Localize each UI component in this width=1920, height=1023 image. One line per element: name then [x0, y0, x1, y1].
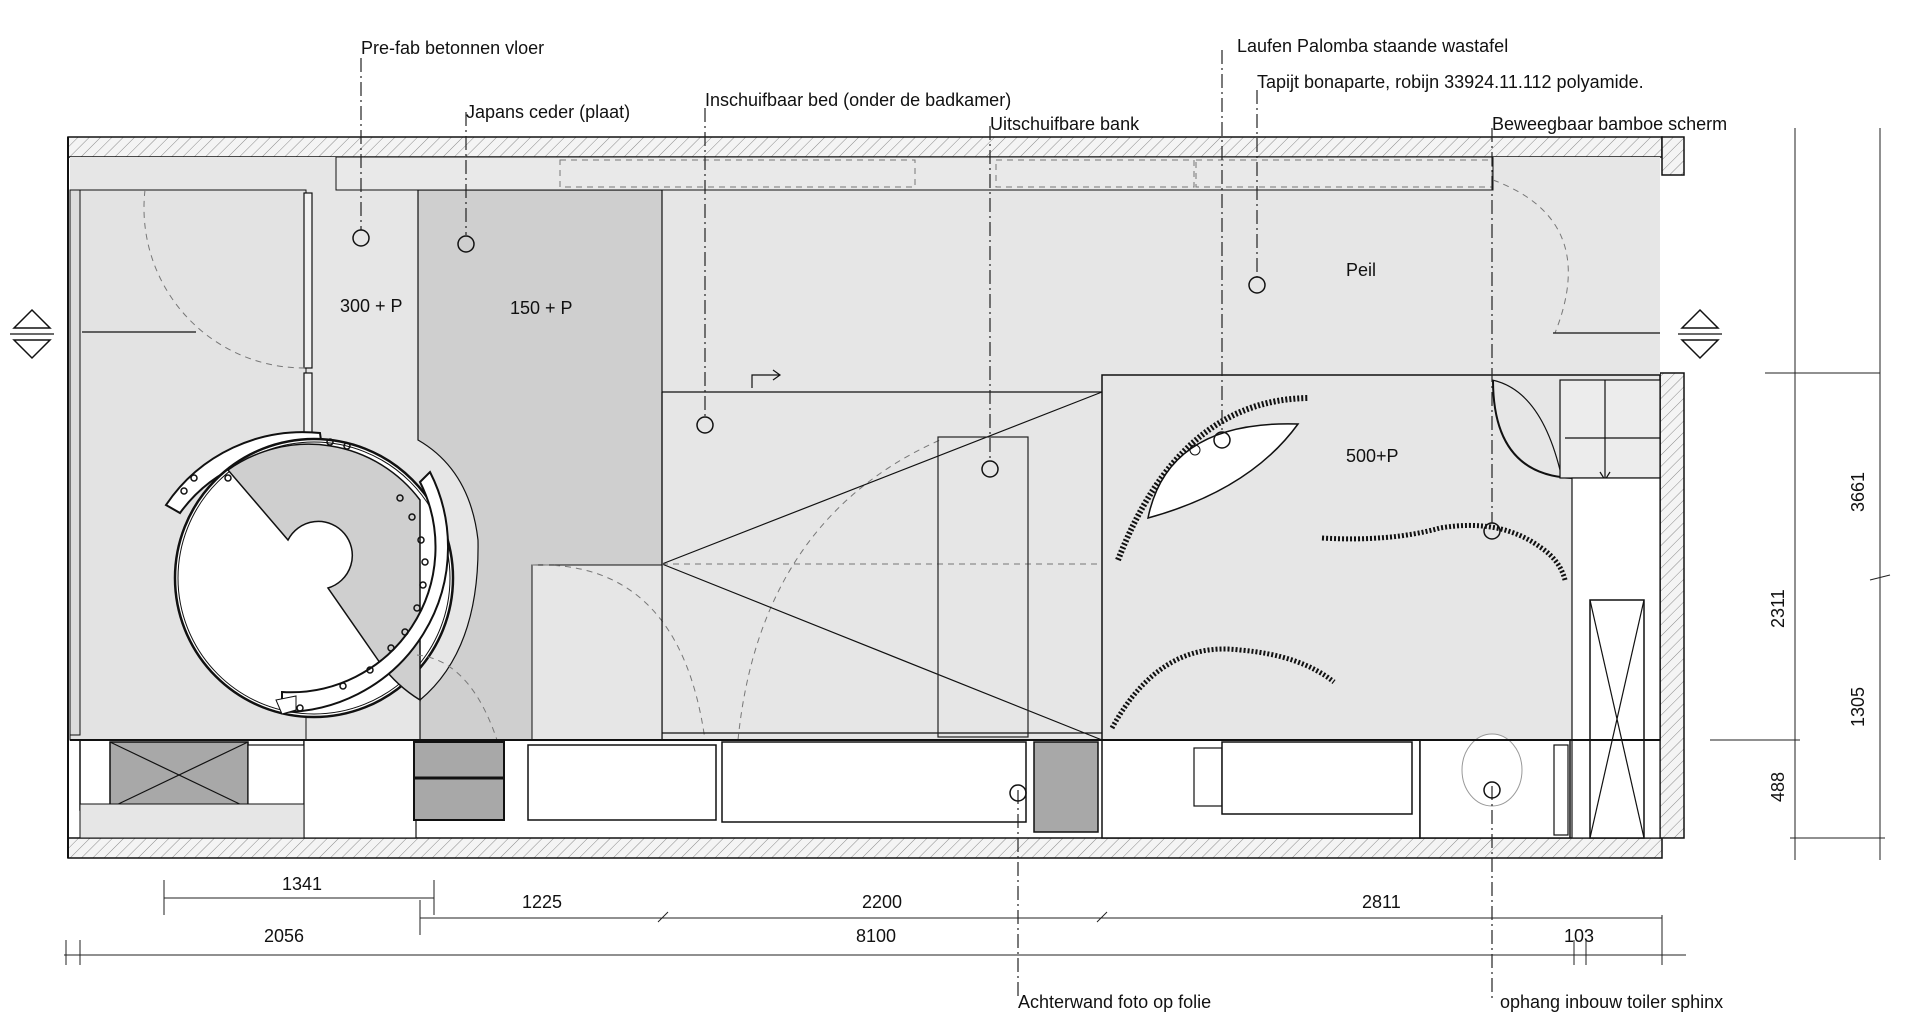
level-label-150: 150 + P: [510, 298, 573, 318]
dimension-3661: 3661: [1848, 472, 1868, 512]
bottom-cabinets: [70, 477, 1661, 839]
dimension-2311: 2311: [1768, 589, 1788, 628]
dimension-1225: 1225: [522, 892, 562, 912]
dimension-1341: 1341: [282, 874, 322, 894]
bathroom-fixtures: [1109, 379, 1661, 730]
section-marker-right: [1678, 308, 1722, 360]
annotation-leaders: [352, 50, 1501, 1000]
annotation-sliding-bench: Uitschuifbare bank: [990, 114, 1140, 134]
spiral-stair: [164, 431, 455, 719]
dimension-2811: 2811: [1362, 892, 1401, 912]
dimension-lines: [64, 128, 1891, 965]
dimension-2056: 2056: [264, 926, 304, 946]
level-label-peil: Peil: [1346, 260, 1376, 280]
door-swings: [82, 179, 1660, 741]
annotation-washbasin: Laufen Palomba staande wastafel: [1237, 36, 1508, 56]
annotation-toilet-mount: ophang inbouw toiler sphinx: [1500, 992, 1723, 1012]
annotation-back-wall: Achterwand foto op folie: [1018, 992, 1211, 1012]
annotation-carpet: Tapijt bonaparte, robijn 33924.11.112 po…: [1257, 72, 1644, 92]
outer-walls: [67, 136, 1685, 859]
annotation-sliding-bed: Inschuifbaar bed (onder de badkamer): [705, 90, 1011, 110]
dimension-8100: 8100: [856, 926, 896, 946]
sliding-bed-area: [661, 369, 1103, 741]
dimension-1305: 1305: [1848, 687, 1868, 727]
level-label-500: 500+P: [1346, 446, 1399, 466]
dimension-103: 103: [1564, 926, 1594, 946]
annotation-japanese-cedar: Japans ceder (plaat): [466, 102, 630, 122]
level-label-300: 300 + P: [340, 296, 403, 316]
section-marker-left: [10, 308, 54, 360]
dimension-488: 488: [1768, 772, 1788, 802]
annotation-bamboo-screen: Beweegbaar bamboe scherm: [1492, 114, 1727, 134]
annotation-prefab-floor: Pre-fab betonnen vloer: [361, 38, 544, 58]
dimension-2200: 2200: [862, 892, 902, 912]
